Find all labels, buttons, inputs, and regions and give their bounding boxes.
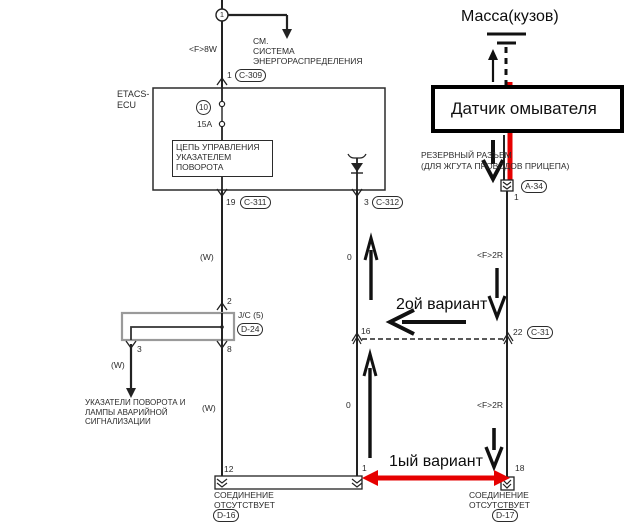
variant2-label: 2ой вариант (396, 296, 488, 313)
pin-3-c312: 3 (364, 197, 369, 207)
connector-c311: C-311 (240, 196, 271, 209)
junction-connector-box (120, 301, 236, 350)
pin-8: 8 (227, 344, 232, 354)
connector-a34: A-34 (521, 180, 547, 193)
lamps-branch-arrow (126, 344, 136, 398)
annotation-down-arrow-upper (487, 268, 507, 322)
etacs-ecu-label: ETACS- ECU (117, 89, 150, 110)
pin-18: 18 (515, 463, 525, 473)
see-power-note: СМ. СИСТЕМА ЭНЕРГОРАСПРЕДЕЛЕНИЯ (253, 36, 363, 67)
turn-lamps-note: УКАЗАТЕЛИ ПОВОРОТА И ЛАМПЫ АВАРИЙНОЙ СИГ… (85, 398, 186, 427)
reserve-connector-note: РЕЗЕРВНЫЙ РАЗЪЕМ (ДЛЯ ЖГУТА ПРОВОДОВ ПРИ… (421, 150, 570, 171)
annotation-down-arrow-a34 (481, 140, 505, 184)
pin-16: 16 (361, 326, 371, 336)
diode-icon (347, 153, 367, 190)
connector-d17: D-17 (492, 509, 519, 522)
power-feed-wire (215, 0, 292, 88)
pin-19: 19 (226, 197, 236, 207)
wire-w-lower: (W) (202, 403, 216, 413)
turn-circuit-box: ЦЕПЬ УПРАВЛЕНИЯ УКАЗАТЕЛЕМ ПОВОРОТА (172, 140, 273, 177)
pin-a34: 1 (514, 192, 519, 202)
wire-f2r-upper: <F>2R (477, 250, 503, 260)
washer-sensor-label: Датчик омывателя (451, 99, 597, 118)
annotation-left-arrow (385, 308, 466, 336)
connector-d24: D-24 (237, 323, 264, 336)
pin-3-jc: 3 (137, 344, 142, 354)
wire-w-branch: (W) (111, 360, 125, 370)
wire-0-upper: 0 (347, 252, 352, 262)
ground-up-arrow (488, 49, 498, 82)
washer-sensor-box: Датчик омывателя (431, 85, 624, 133)
red-variant1-arrow (362, 470, 510, 486)
junction-number: 1 (219, 10, 225, 19)
connector-c312: C-312 (372, 196, 404, 209)
annotation-up-arrow-upper (363, 232, 379, 300)
wire-0-lower: 0 (346, 400, 351, 410)
connector-c31: C-31 (527, 326, 554, 339)
pin-12: 12 (224, 464, 234, 474)
no-connection-right: СОЕДИНЕНИЕ ОТСУТСТВУЕТ (469, 490, 530, 511)
connector-d16: D-16 (213, 509, 240, 522)
ground-symbol-icon (487, 32, 526, 85)
fuse-number: 10 (196, 100, 211, 115)
wire-f2r-lower: <F>2R (477, 400, 503, 410)
pin-22: 22 (513, 327, 523, 337)
pin-2: 2 (227, 296, 232, 306)
annotation-up-arrow-lower (362, 348, 378, 458)
pin-c309: 1 (227, 70, 232, 80)
no-connection-left: СОЕДИНЕНИЕ ОТСУТСТВУЕТ (214, 490, 275, 511)
ground-label: Масса(кузов) (461, 8, 559, 25)
jc5-label: J/C (5) (238, 310, 264, 320)
wire-label-8w: <F>8W (189, 44, 217, 54)
wire-w-upper: (W) (200, 252, 214, 262)
etacs-ecu-box (152, 87, 386, 191)
pin-1-bottom: 1 (362, 463, 367, 473)
connector-c309: C-309 (235, 69, 267, 82)
dashed-link (351, 331, 514, 345)
a34-connector-icon (500, 179, 514, 192)
variant1-label: 1ый вариант (389, 453, 483, 470)
fuse-rating: 15A (197, 119, 213, 129)
d16-connector-box (214, 475, 363, 490)
annotation-down-arrow-lower (484, 428, 504, 472)
